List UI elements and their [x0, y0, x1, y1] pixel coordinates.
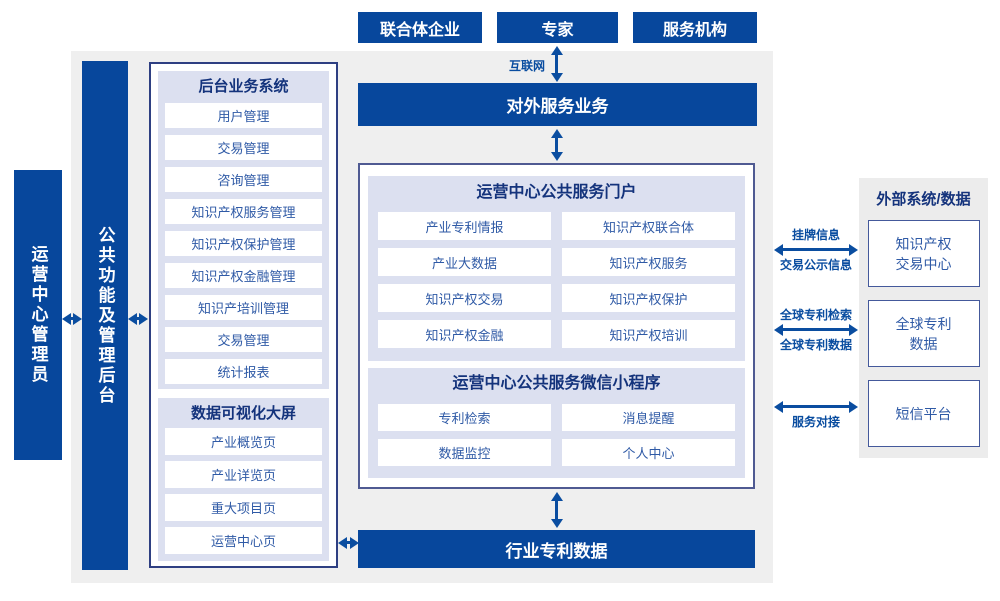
- link-label-trade-publicity-info: 交易公示信息: [779, 258, 852, 272]
- backend-item: 知识产培训管理: [165, 295, 322, 320]
- external-systems-title: 外部系统/数据: [876, 191, 971, 208]
- portal-container: 运营中心公共服务门户 产业专利情报 知识产权联合体 产业大数据 知识产权服务 知…: [358, 163, 755, 489]
- dashboard-item: 运营中心页: [165, 527, 322, 554]
- operation-admin-label: 运营中心管理员: [28, 245, 48, 385]
- backend-system-panel: 后台业务系统 用户管理 交易管理 咨询管理 知识产权服务管理 知识产权保护管理 …: [158, 71, 329, 389]
- backend-system-title: 后台业务系统: [198, 78, 289, 95]
- operation-admin-bar: 运营中心管理员: [14, 170, 62, 460]
- actor-service-organizations: 服务机构: [633, 12, 757, 43]
- portal-item: 产业大数据: [378, 248, 551, 276]
- arrow-internet-icon: [555, 54, 558, 74]
- miniprogram-item: 个人中心: [562, 439, 735, 466]
- portal-item: 知识产权金融: [378, 320, 551, 348]
- arrow-service-to-portal-icon: [555, 137, 558, 153]
- portal-item: 知识产权保护: [562, 284, 735, 312]
- public-backend-bar: 公共功能及管理后台: [82, 61, 128, 570]
- miniprogram-panel: 运营中心公共服务微信小程序 专利检索 消息提醒 数据监控 个人中心: [368, 368, 745, 478]
- dashboard-title: 数据可视化大屏: [190, 405, 296, 422]
- miniprogram-title: 运营中心公共服务微信小程序: [452, 375, 661, 392]
- portal-item: 知识产权交易: [378, 284, 551, 312]
- arrow-to-ip-trading-center-icon: [782, 248, 850, 251]
- link-label-listing-info: 挂牌信息: [791, 228, 840, 242]
- actor-consortium-enterprises: 联合体企业: [358, 12, 482, 43]
- actor-label: 专家: [541, 21, 574, 39]
- backend-item: 知识产权服务管理: [165, 199, 322, 224]
- portal-item: 产业专利情报: [378, 212, 551, 240]
- external-service-label: 对外服务业务: [506, 97, 609, 116]
- portal-item: 知识产权培训: [562, 320, 735, 348]
- backend-item: 知识产权保护管理: [165, 231, 322, 256]
- actor-experts: 专家: [497, 12, 618, 43]
- arrow-to-sms-platform-icon: [782, 405, 850, 408]
- industry-patent-data-bar: 行业专利数据: [358, 530, 755, 568]
- miniprogram-item: 消息提醒: [562, 404, 735, 431]
- portal-title: 运营中心公共服务门户: [476, 184, 637, 201]
- dashboard-item: 重大项目页: [165, 494, 322, 521]
- external-service-bar: 对外服务业务: [358, 83, 757, 126]
- miniprogram-grid: 专利检索 消息提醒 数据监控 个人中心: [378, 404, 735, 466]
- arrow-backend-to-systems-icon: [136, 317, 140, 320]
- arrow-admin-to-backend-icon: [70, 317, 74, 320]
- portal-item: 知识产权联合体: [562, 212, 735, 240]
- link-label-service-docking: 服务对接: [791, 415, 840, 429]
- arrow-dashboard-to-data-icon: [346, 541, 351, 544]
- industry-patent-data-label: 行业专利数据: [505, 541, 608, 561]
- arrow-to-global-patent-data-icon: [782, 328, 850, 331]
- portal-item: 知识产权服务: [562, 248, 735, 276]
- backend-item: 用户管理: [165, 103, 322, 128]
- dashboard-item: 产业概览页: [165, 428, 322, 455]
- link-label-global-patent-search: 全球专利检索: [779, 308, 852, 322]
- backend-item: 交易管理: [165, 135, 322, 160]
- actor-label: 联合体企业: [379, 21, 460, 39]
- backend-item: 知识产权金融管理: [165, 263, 322, 288]
- external-box-global-patent-data: 全球专利 数据: [867, 300, 980, 367]
- dashboard-panel: 数据可视化大屏 产业概览页 产业详览页 重大项目页 运营中心页: [158, 398, 329, 561]
- dashboard-item: 产业详览页: [165, 461, 322, 488]
- portal-panel: 运营中心公共服务门户 产业专利情报 知识产权联合体 产业大数据 知识产权服务 知…: [368, 176, 745, 361]
- miniprogram-item: 专利检索: [378, 404, 551, 431]
- backend-item: 交易管理: [165, 327, 322, 352]
- arrow-portal-to-data-icon: [555, 500, 558, 520]
- actor-label: 服务机构: [662, 21, 727, 39]
- portal-grid: 产业专利情报 知识产权联合体 产业大数据 知识产权服务 知识产权交易 知识产权保…: [378, 212, 735, 348]
- link-label-global-patent-data: 全球专利数据: [779, 338, 852, 352]
- external-box-ip-trading-center: 知识产权 交易中心: [867, 220, 980, 287]
- miniprogram-item: 数据监控: [378, 439, 551, 466]
- external-box-sms-platform: 短信平台: [867, 380, 980, 447]
- backend-container: 后台业务系统 用户管理 交易管理 咨询管理 知识产权服务管理 知识产权保护管理 …: [149, 62, 338, 568]
- backend-item: 统计报表: [165, 359, 322, 384]
- public-backend-label: 公共功能及管理后台: [95, 225, 115, 406]
- backend-item: 咨询管理: [165, 167, 322, 192]
- external-systems-panel: 外部系统/数据 知识产权 交易中心 全球专利 数据 短信平台: [859, 178, 988, 458]
- internet-label: 互联网: [508, 59, 545, 73]
